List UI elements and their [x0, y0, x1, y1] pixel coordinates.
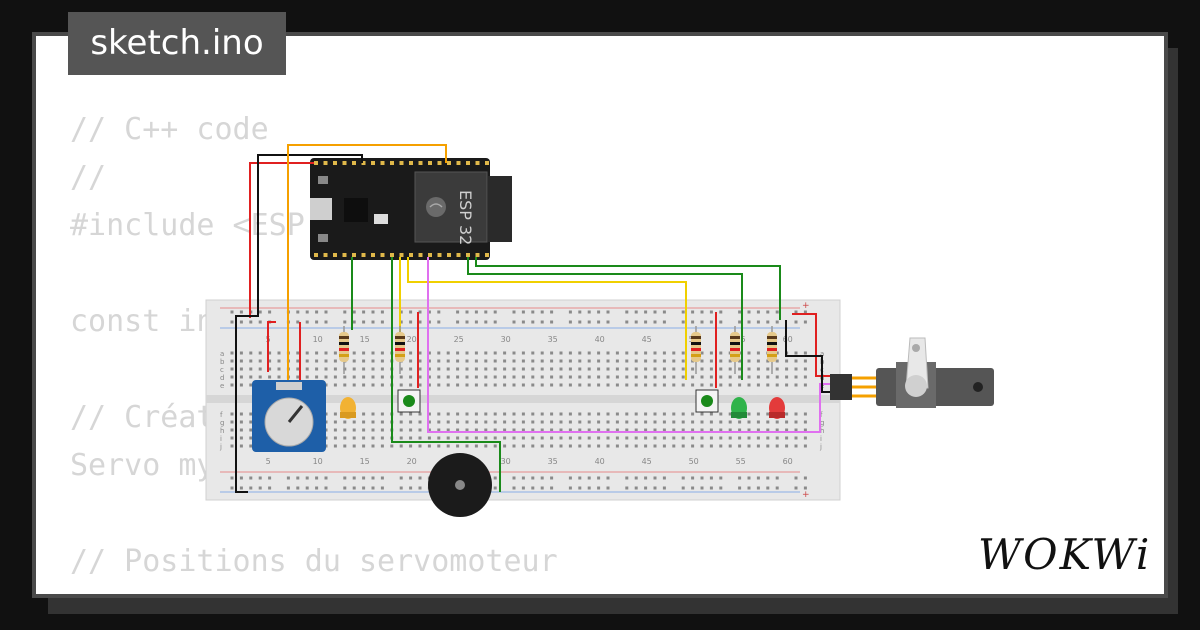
row-letter: i: [820, 435, 822, 443]
code-line: // Créat: [70, 400, 215, 435]
push-button-icon[interactable]: [695, 389, 719, 413]
rotary-knob-icon: [264, 397, 314, 447]
esp32-pin-headers: [314, 161, 489, 257]
column-number: 45: [642, 335, 652, 344]
file-tab[interactable]: sketch.ino: [68, 12, 286, 75]
column-number: 5: [266, 457, 271, 466]
column-number: 25: [454, 335, 464, 344]
svg-text:+: +: [802, 301, 810, 311]
resistor[interactable]: [767, 326, 777, 374]
row-letter: g: [820, 419, 824, 427]
column-number: 15: [360, 335, 370, 344]
row-letter: h: [820, 427, 824, 435]
led-green[interactable]: [731, 397, 747, 419]
breadboard-column-numbers: 5510101515202025253030353540404545505055…: [266, 335, 793, 466]
row-letter: f: [220, 411, 223, 419]
column-number: 40: [595, 335, 605, 344]
column-number: 20: [407, 457, 417, 466]
wifi-module-icon: [426, 197, 446, 217]
row-letter: a: [820, 350, 824, 358]
svg-text:+: +: [802, 490, 810, 500]
column-number: 20: [407, 335, 417, 344]
led-red[interactable]: [769, 397, 785, 419]
column-number: 10: [313, 457, 323, 466]
column-number: 10: [313, 335, 323, 344]
potentiometer[interactable]: [252, 380, 326, 452]
row-letter: a: [220, 350, 224, 358]
column-number: 30: [501, 335, 511, 344]
row-letter: b: [220, 358, 225, 366]
column-number: 55: [736, 457, 746, 466]
usb-port-icon: [310, 198, 332, 220]
row-letter: d: [220, 374, 224, 382]
code-line: Servo my: [70, 448, 215, 483]
servo-horn-icon: [905, 337, 929, 397]
row-letter: e: [220, 382, 224, 390]
resistor[interactable]: [339, 326, 349, 374]
code-line: ...Servo Position...: [70, 586, 558, 594]
code-line: // C++ code: [70, 112, 269, 147]
row-letter: h: [220, 427, 224, 435]
column-number: 30: [501, 457, 511, 466]
servo-motor[interactable]: [830, 337, 994, 408]
wokwi-logo: WOKWi: [978, 530, 1152, 579]
row-letter: j: [819, 443, 822, 451]
code-line: // Positions du servomoteur: [70, 544, 558, 579]
column-number: 60: [783, 335, 793, 344]
resistor[interactable]: [730, 326, 740, 374]
column-number: 55: [736, 335, 746, 344]
wires: [235, 144, 830, 493]
led-yellow[interactable]: [340, 397, 356, 419]
row-letter: g: [220, 419, 224, 427]
code-editor[interactable]: // C++ code // #include <ESP const in //…: [70, 106, 558, 594]
column-number: 35: [548, 335, 558, 344]
resistor[interactable]: [395, 326, 405, 374]
row-letter: j: [219, 443, 222, 451]
column-number: 15: [360, 457, 370, 466]
code-line: //: [70, 160, 107, 195]
buzzer-icon[interactable]: [428, 453, 492, 517]
push-button-icon[interactable]: [397, 389, 421, 413]
column-number: 50: [689, 457, 699, 466]
column-number: 60: [783, 457, 793, 466]
column-number: 40: [595, 457, 605, 466]
code-line: #include <ESP: [70, 208, 305, 243]
esp32-board[interactable]: ESP 32: [310, 158, 512, 260]
column-number: 35: [548, 457, 558, 466]
chip-label: ESP 32: [456, 190, 475, 245]
row-letter: i: [220, 435, 222, 443]
resistor[interactable]: [691, 326, 701, 374]
resistors: [339, 326, 777, 374]
row-letter: c: [220, 366, 224, 374]
row-letter: f: [820, 411, 823, 419]
column-number: 45: [642, 457, 652, 466]
